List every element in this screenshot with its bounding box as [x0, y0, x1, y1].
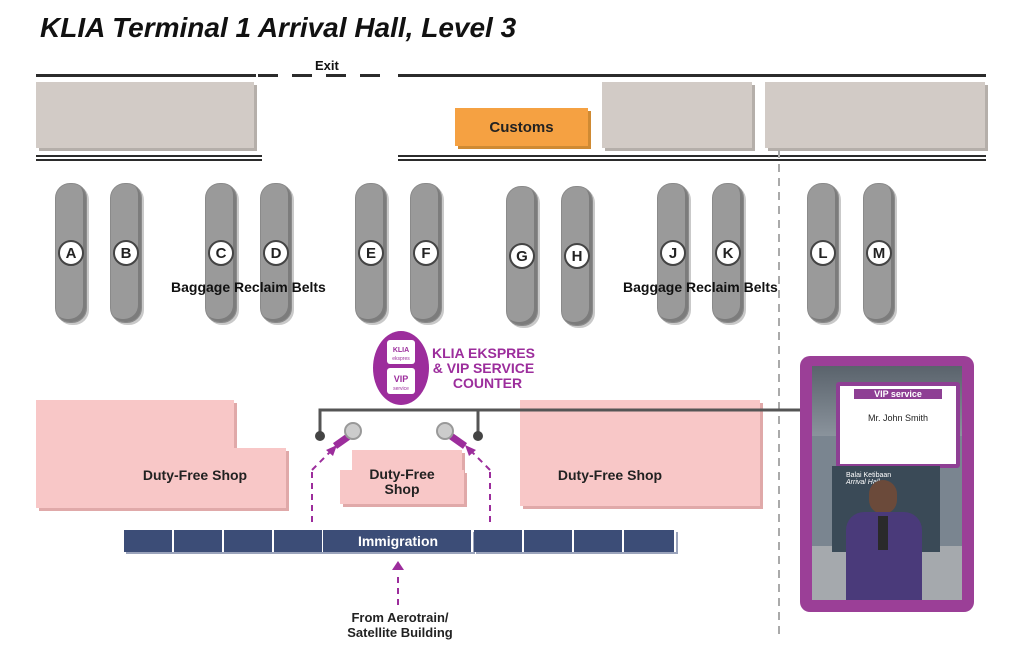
belt-label: E — [358, 240, 384, 266]
duty-free-shop-center-base — [340, 470, 464, 504]
immigration-counter — [124, 530, 174, 552]
top-wall-right — [398, 74, 986, 77]
right-gate-post — [436, 422, 454, 440]
belt-label: A — [58, 240, 84, 266]
baggage-belt-m: M — [863, 183, 895, 323]
belt-label: B — [113, 240, 139, 266]
staff-head — [869, 480, 897, 514]
belt-label: G — [509, 243, 535, 269]
baggage-belt-j: J — [657, 183, 689, 323]
from-line1: From Aerotrain/ — [351, 610, 449, 625]
duty-free-shop-right — [520, 400, 760, 506]
banner-line2: Arrival Hall — [846, 479, 880, 486]
left-arrow-head — [326, 445, 337, 456]
from-line2: Satellite Building — [347, 625, 453, 640]
baggage-belt-e: E — [355, 183, 387, 323]
logo-klia-text: KLIA — [393, 347, 409, 354]
immigration-counter — [224, 530, 274, 552]
right-meeting-point — [473, 431, 483, 441]
ekspres-line1: KLIA EKSPRES — [432, 345, 535, 361]
customs-area: Customs — [455, 108, 588, 146]
duty-free-shop-right-label: Duty-Free Shop — [557, 467, 663, 483]
duty-free-shop-center-label: Duty-Free Shop — [340, 467, 464, 497]
immigration-counter — [174, 530, 224, 552]
belt-caption-right: Baggage Reclaim Belts — [623, 279, 778, 295]
baggage-belt-f: F — [410, 183, 442, 323]
map-title: KLIA Terminal 1 Arrival Hall, Level 3 — [40, 12, 517, 43]
klia-ekspres-logo: KLIA ekspres VIP service — [373, 331, 429, 405]
baggage-belt-c: C — [205, 183, 237, 323]
belt-label: C — [208, 240, 234, 266]
wall-lower-left-2 — [36, 159, 262, 161]
baggage-belt-b: B — [110, 183, 142, 323]
left-meeting-point — [315, 431, 325, 441]
center-shop-line2: Shop — [384, 481, 420, 497]
ekspres-counter-label: KLIA EKSPRES & VIP SERVICE COUNTER — [432, 346, 535, 391]
zone-divider — [778, 150, 780, 635]
vip-sign-name: Mr. John Smith — [867, 413, 929, 423]
vip-sign: VIP service Mr. John Smith — [836, 382, 960, 468]
baggage-belt-k: K — [712, 183, 744, 323]
restricted-area-right — [765, 82, 985, 148]
belt-label: D — [263, 240, 289, 266]
duty-free-shop-left-ext — [36, 448, 286, 508]
logo-ekspres-text: ekspres — [392, 356, 410, 362]
belt-label: M — [866, 240, 892, 266]
immigration-counter — [574, 530, 624, 552]
belt-caption-left: Baggage Reclaim Belts — [171, 279, 326, 295]
logo-service-text: service — [393, 386, 409, 392]
top-wall-left — [36, 74, 256, 77]
belt-label: F — [413, 240, 439, 266]
restricted-area-left — [36, 82, 254, 148]
duty-free-shop-left-label: Duty-Free Shop — [142, 467, 248, 483]
baggage-belt-d: D — [260, 183, 292, 323]
belt-label: K — [715, 240, 741, 266]
belt-label: L — [810, 240, 836, 266]
right-arrow-head — [465, 445, 476, 456]
aerotrain-arrow-head — [392, 561, 404, 570]
baggage-belt-l: L — [807, 183, 839, 323]
immigration-label: Immigration — [357, 533, 439, 549]
exit-label: Exit — [315, 58, 339, 73]
wall-lower-right — [398, 155, 986, 157]
vip-service-photo: VIP service Mr. John Smith Balai Ketibaa… — [812, 366, 962, 600]
wall-lower-left — [36, 155, 262, 157]
banner-line1: Balai Ketibaan — [846, 472, 892, 479]
vip-sign-header: VIP service — [854, 389, 942, 399]
immigration-counter — [274, 530, 324, 552]
from-aerotrain-label: From Aerotrain/ Satellite Building — [320, 610, 480, 640]
baggage-belt-a: A — [55, 183, 87, 323]
immigration-counter — [624, 530, 676, 552]
immigration-counter — [474, 530, 524, 552]
restricted-area-mid — [602, 82, 752, 148]
exit-gap — [258, 74, 394, 77]
left-gate-post — [344, 422, 362, 440]
center-shop-line1: Duty-Free — [369, 466, 435, 482]
belt-label: J — [660, 240, 686, 266]
immigration-counter — [323, 530, 473, 552]
ekspres-line3: COUNTER — [452, 375, 523, 391]
pointer-line — [318, 408, 805, 436]
staff-lanyard — [878, 516, 888, 550]
baggage-belt-g: G — [506, 186, 538, 326]
baggage-belt-h: H — [561, 186, 593, 326]
belt-label: H — [564, 243, 590, 269]
logo-vip-text: VIP — [394, 374, 409, 384]
immigration-counter — [524, 530, 574, 552]
wall-lower-right-2 — [398, 159, 986, 161]
ekspres-line2: & VIP SERVICE — [432, 360, 535, 376]
